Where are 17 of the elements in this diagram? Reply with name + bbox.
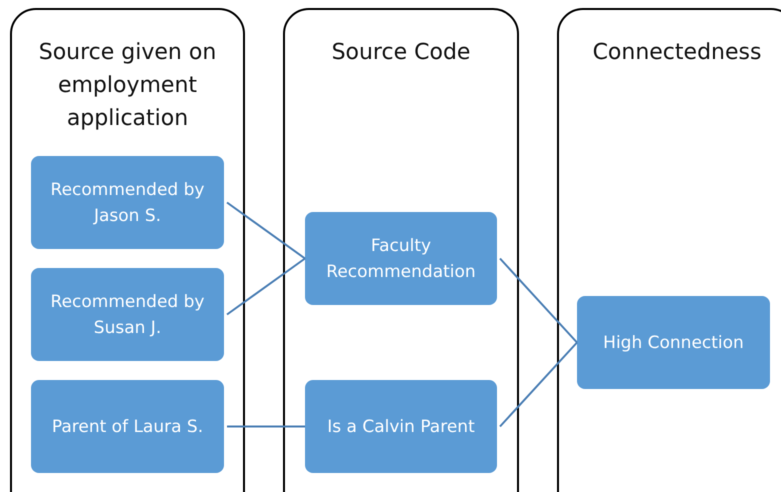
column-panel <box>557 8 781 492</box>
column-panel <box>10 8 245 492</box>
connector-line <box>226 202 306 260</box>
column-panel <box>283 8 519 492</box>
process-box: Faculty Recommendation <box>305 212 497 305</box>
process-box: High Connection <box>577 296 770 389</box>
process-box: Recommended by Jason S. <box>31 156 224 249</box>
connector-line <box>499 342 578 428</box>
connector-line <box>227 426 305 428</box>
connector-line <box>499 258 578 344</box>
column-heading: Connectedness <box>592 39 762 67</box>
connector-line <box>226 258 306 316</box>
process-box: Parent of Laura S. <box>31 380 224 473</box>
column-heading: Source given on employment application <box>38 39 218 133</box>
column-heading: Source Code <box>330 39 472 67</box>
process-box: Is a Calvin Parent <box>305 380 497 473</box>
process-box: Recommended by Susan J. <box>31 268 224 361</box>
